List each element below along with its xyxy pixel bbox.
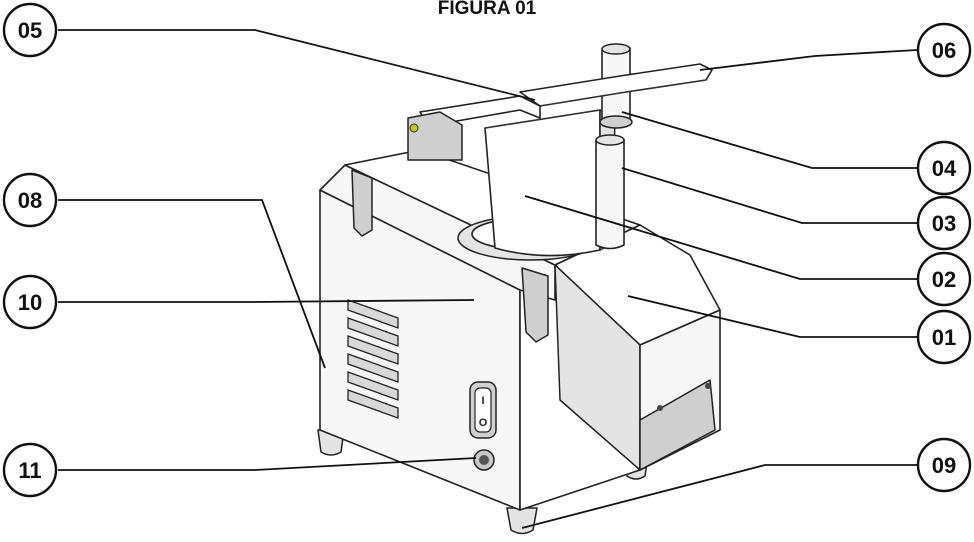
callout-05: 05 [2, 2, 58, 58]
callout-label-03: 03 [932, 211, 956, 236]
power-switch[interactable]: I O [469, 381, 497, 439]
figure-title: FIGURA 01 [438, 0, 537, 19]
leader-06 [699, 49, 918, 71]
callout-01: 01 [916, 309, 972, 365]
discharge-chute [639, 379, 716, 471]
callout-02: 02 [916, 251, 972, 307]
callout-label-02: 02 [932, 267, 956, 292]
leader-lines [58, 29, 918, 529]
reset-button[interactable] [473, 449, 495, 471]
leader-04 [621, 111, 917, 169]
callout-06: 06 [916, 22, 972, 78]
feed-hopper [484, 109, 601, 257]
callout-label-04: 04 [932, 156, 957, 181]
ventilation-grille [347, 299, 399, 419]
leader-08 [58, 199, 326, 369]
callout-10: 10 [2, 274, 58, 330]
leader-02 [524, 195, 917, 280]
leader-03 [621, 167, 917, 224]
callout-08: 08 [2, 172, 58, 228]
leader-10 [58, 299, 475, 303]
chute-screw-2 [705, 383, 711, 389]
latch-right [521, 267, 549, 343]
callout-label-01: 01 [932, 325, 956, 350]
lever-hinge-block [407, 111, 463, 161]
callout-11: 11 [2, 442, 58, 498]
callout-label-09: 09 [932, 453, 956, 478]
switch-on-symbol: I [481, 395, 484, 407]
hinge-knob [409, 123, 419, 133]
callout-09: 09 [916, 437, 972, 493]
chute-screw [657, 405, 663, 411]
callout-label-08: 08 [18, 188, 42, 213]
callout-04: 04 [916, 140, 972, 196]
latch-left [351, 169, 373, 237]
leader-11 [58, 457, 477, 471]
vegetable-processor-illustration: I O [317, 43, 721, 535]
leader-05 [58, 29, 536, 101]
callout-03: 03 [916, 195, 972, 251]
callout-label-11: 11 [18, 458, 41, 483]
leader-09 [521, 464, 917, 529]
switch-off-symbol: O [479, 417, 488, 429]
callout-label-10: 10 [18, 290, 42, 315]
callout-label-06: 06 [932, 38, 956, 63]
leader-01 [627, 295, 917, 338]
callout-label-05: 05 [18, 18, 42, 43]
pusher-column [595, 139, 625, 250]
